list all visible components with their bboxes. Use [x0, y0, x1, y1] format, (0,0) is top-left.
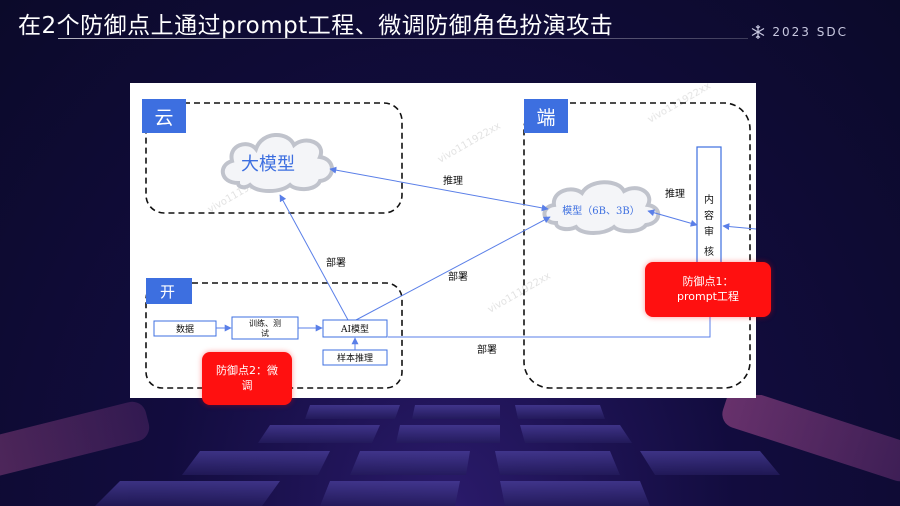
defense-point-2-line1: 防御点2：微 [216, 364, 278, 378]
content-review-char-4: 核 [704, 245, 714, 258]
sdc-logo: 2023 SDC [750, 24, 848, 40]
defense-point-1-line1: 防御点1： [682, 275, 734, 289]
edge-model-cloud-icon [542, 180, 661, 235]
ai-model-box [322, 319, 388, 338]
content-review-box [696, 146, 722, 266]
ai-model-label: AI模型 [340, 324, 369, 335]
dev-section-label: 开 [160, 283, 175, 301]
external-input-arrow [722, 223, 757, 231]
snowflake-icon [752, 25, 765, 39]
cloud-section-label-bg [142, 99, 186, 133]
edge-section-box [523, 102, 751, 389]
title-underline [58, 38, 748, 39]
edge-section-label-bg [524, 99, 568, 133]
cloud-section-label: 云 [154, 107, 173, 129]
edge-model-label: 模型（6B、3B） [562, 204, 639, 217]
train-test-line2: 试 [261, 328, 269, 338]
defense-point-2-badge: 防御点2：微 调 [202, 352, 292, 405]
watermark-3: vivo111922xx [486, 271, 553, 316]
dev-section-box [145, 282, 403, 389]
inference-right-label: 推理 [665, 187, 685, 200]
deploy-bottom-label: 部署 [477, 343, 497, 356]
content-review-char-2: 容 [704, 209, 714, 222]
deploy-to-cloud-arrow [279, 194, 349, 321]
inference-top-label: 推理 [443, 174, 463, 187]
train-test-line1: 训练、测 [249, 318, 281, 328]
edge-section-label: 端 [536, 107, 555, 129]
architecture-diagram: vivo111922xx vivo111922xx vivo111922xx v… [142, 81, 757, 389]
defense-point-2-line2: 调 [241, 378, 253, 392]
deploy-diag-label: 部署 [448, 270, 468, 283]
cloud-edge-inference-arrow [329, 166, 549, 212]
data-box-label: 数据 [176, 323, 194, 335]
diagram-panel: vivo111922xx vivo111922xx vivo111922xx v… [130, 81, 757, 398]
cloud-section-box [145, 102, 403, 214]
sample-inference-label: 样本推理 [337, 352, 373, 364]
deploy-up-label: 部署 [326, 256, 346, 269]
dev-section-label-bg [146, 278, 192, 304]
defense-point-1-badge: 防御点1： prompt工程 [645, 262, 771, 317]
logo-text: 2023 SDC [772, 25, 848, 39]
big-model-cloud-icon [221, 133, 334, 193]
content-review-char-3: 审 [704, 225, 714, 238]
big-model-label: 大模型 [241, 154, 295, 175]
content-review-char-1: 内 [704, 193, 714, 206]
deploy-to-edge-arrow [355, 216, 551, 321]
watermark-2: vivo111922xx [436, 121, 503, 166]
edge-review-inference-arrow [647, 209, 698, 227]
slide-title: 在2个防御点上通过prompt工程、微调防御角色扮演攻击 [18, 13, 614, 39]
watermark-4: vivo111922xx [646, 83, 713, 126]
defense-point-1-line2: prompt工程 [676, 289, 739, 303]
decorative-floor [0, 395, 900, 506]
